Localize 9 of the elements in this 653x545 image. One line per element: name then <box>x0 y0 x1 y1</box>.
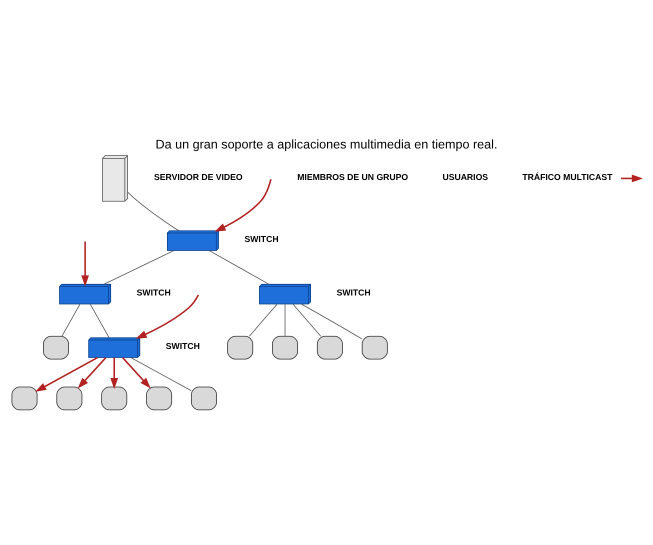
label: MIEMBROS DE UN GRUPO <box>297 172 408 182</box>
node-label: SWITCH <box>136 288 171 298</box>
node-label: SWITCH <box>244 234 279 244</box>
node-label: SWITCH <box>166 341 200 352</box>
legend-label: TRÁFICO MULTICAST <box>522 172 612 182</box>
node-label: SERVIDOR DE VIDEO <box>154 172 243 182</box>
diagram-title: Da un gran soporte a aplicaciones multimedia en tiempo real. <box>156 137 498 152</box>
node-label: SWITCH <box>336 288 371 298</box>
label: USUARIOS <box>442 172 488 182</box>
